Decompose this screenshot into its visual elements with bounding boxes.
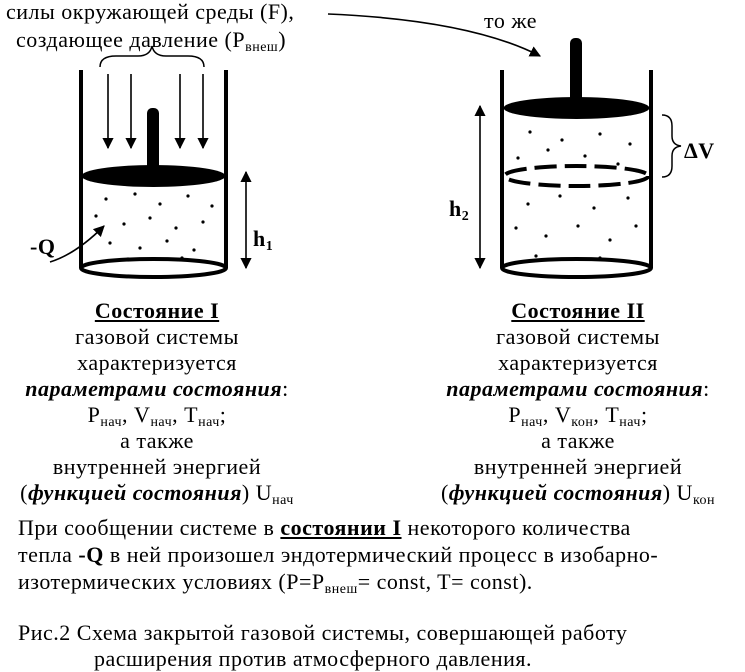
state-2-params: параметрами состояния: <box>446 376 710 401</box>
cylinder-state-2 <box>474 38 682 279</box>
cylinder-state-1 <box>49 45 252 279</box>
state-2-line2: характеризуется <box>498 350 658 375</box>
piston-2 <box>503 97 650 119</box>
cylinder-2-bottom <box>500 257 653 279</box>
h2-label: h2 <box>449 196 470 224</box>
forces-caption-line2: создающее давление (Pвнеш) <box>16 27 287 55</box>
state-2-description: Состояние II газовой системы характеризу… <box>440 298 716 508</box>
state-1-description: Состояние I газовой системы характеризуе… <box>20 298 294 508</box>
same-caption: то же <box>484 8 537 33</box>
former-piston-position <box>502 164 651 188</box>
paragraph-line3: изотермических условиях (P=Pвнеш= const,… <box>18 569 533 597</box>
state-1-title: Состояние I <box>94 298 220 323</box>
heat-label: -Q <box>30 234 56 259</box>
gas-system-diagram <box>49 13 682 279</box>
h1-label: h1 <box>253 226 274 254</box>
paragraph-line1: При сообщении системе в состоянии I неко… <box>18 515 631 540</box>
force-arrows <box>102 74 209 150</box>
state-1-line1: газовой системы <box>75 324 239 349</box>
cylinder-1-bottom <box>79 257 228 279</box>
state-2-line1: газовой системы <box>496 324 660 349</box>
state-1-params: параметрами состояния: <box>25 376 289 401</box>
figure-caption-line1: Рис.2 Схема закрытой газовой системы, со… <box>18 620 628 645</box>
state-2-title: Состояние II <box>511 298 645 323</box>
state-2-function: (функцией состояния) Uкон <box>440 480 716 508</box>
delta-v-label: ΔV <box>684 138 715 163</box>
forces-caption-line1: силы окружающей среды (F), <box>6 0 295 24</box>
piston-2-rod <box>570 38 582 104</box>
state-1-values: Pнач, Vнач, Tнач; <box>87 402 227 430</box>
paragraph-line2: тепла -Q в ней произошел эндотермический… <box>18 542 659 567</box>
delta-v-brace <box>661 114 682 178</box>
state-1-line2: характеризуется <box>77 350 237 375</box>
state-2-also: а также <box>541 428 615 453</box>
state-2-energy: внутренней энергией <box>473 454 683 479</box>
same-forces-arrow <box>327 13 541 57</box>
gas-particles-2 <box>514 130 638 260</box>
state-1-also: а также <box>120 428 194 453</box>
heat-arrow <box>49 225 105 263</box>
gas-particles-1 <box>94 192 214 261</box>
state-1-energy: внутренней энергией <box>52 454 262 479</box>
figure-caption-line2: расширения против атмосферного давления. <box>94 646 532 671</box>
piston-1-rod <box>147 108 159 172</box>
state-1-function: (функцией состояния) Uнач <box>20 480 294 508</box>
process-paragraph: При сообщении системе в состоянии I неко… <box>18 514 659 597</box>
state-2-values: Pнач, Vкон, Tнач; <box>508 402 648 430</box>
piston-1 <box>81 165 226 187</box>
force-brace <box>99 45 205 68</box>
